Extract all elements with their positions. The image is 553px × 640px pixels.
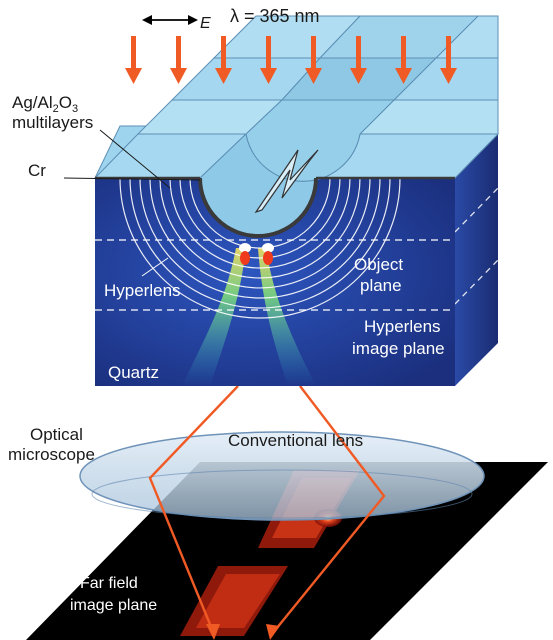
multilayers-label: Ag/Al2O3 [12, 93, 78, 115]
quartz-label: Quartz [108, 363, 159, 382]
cr-label: Cr [28, 161, 46, 180]
ray-right [271, 385, 386, 635]
hyperlens-label: Hyperlens [104, 281, 181, 300]
optical-microscope-label-line2: microscope [8, 445, 95, 464]
cr-layer [198, 177, 318, 238]
object-spot-right [262, 243, 274, 253]
image-stripe-lower-glow [196, 574, 280, 628]
multilayer-arcs [119, 177, 401, 319]
multilayers-leader [99, 129, 171, 189]
optical-microscope-label: Optical [30, 425, 83, 444]
object-plane-label: Object [354, 255, 403, 274]
far-field-label-line2: image plane [70, 597, 157, 614]
incident-light-arrows [125, 36, 457, 84]
wavelength-label: λ = 365 nm [230, 6, 320, 26]
beam-left [182, 248, 246, 386]
hyperlens-image-plane-label-line2: image plane [352, 339, 445, 358]
lens-rim [91, 469, 473, 519]
object-plane-label-line2: plane [360, 276, 402, 295]
hyperlens-leader [141, 257, 169, 277]
polarization-label: E [200, 15, 211, 32]
cube-side-face [455, 134, 498, 386]
ray-right-arrowhead [266, 624, 280, 640]
beam-right [258, 248, 316, 386]
far-field-label: Far field [80, 575, 138, 592]
conventional-lens-label: Conventional lens [228, 431, 363, 450]
object-spot-left [239, 243, 251, 253]
hyperlens-image-plane-label: Hyperlens [364, 317, 441, 336]
polarization-arrow [142, 15, 198, 25]
ray-left-arrowhead [206, 624, 220, 640]
object-slits [254, 149, 319, 214]
ray-left [148, 385, 239, 635]
cr-leader [63, 177, 201, 181]
multilayers-label-line2: multilayers [12, 113, 93, 132]
